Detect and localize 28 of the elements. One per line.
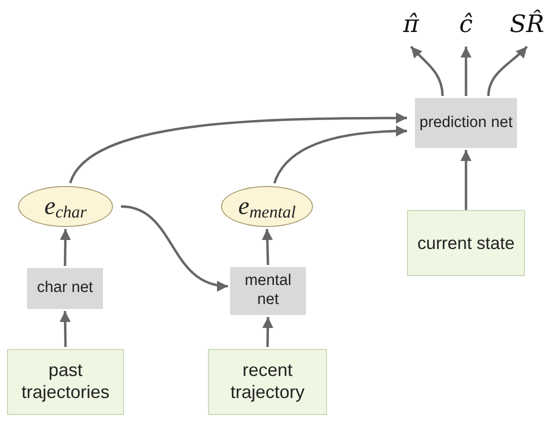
arrow [60,228,71,266]
process-box [27,268,103,309]
node-label: char net [36,279,93,298]
input-box [7,349,124,415]
curved-arrow [69,112,407,184]
input-box [208,349,327,415]
node-label: prediction net [419,114,513,132]
process-box [230,267,306,315]
node-label: recent trajectory [229,360,306,404]
arrow [460,150,472,210]
arrow [60,310,71,348]
arrow [262,228,273,266]
output-symbol: SR̂ [510,8,544,42]
math-label: e$_{mental}$ [238,192,296,222]
node-label: current state [417,232,515,254]
node-label: mental net [244,272,292,310]
curved-arrow [487,46,528,96]
input-box [407,210,525,276]
node-label: past trajectories [20,360,111,404]
output-symbol: ĉ [459,8,473,42]
curved-arrow [120,205,228,290]
process-box [415,98,517,148]
math-label: e$_{char}$ [44,192,87,222]
arrow [460,46,472,96]
output-symbol: π̂ [403,8,419,42]
curved-arrow [410,46,444,96]
curved-arrow [273,126,408,184]
arrow [262,316,274,348]
